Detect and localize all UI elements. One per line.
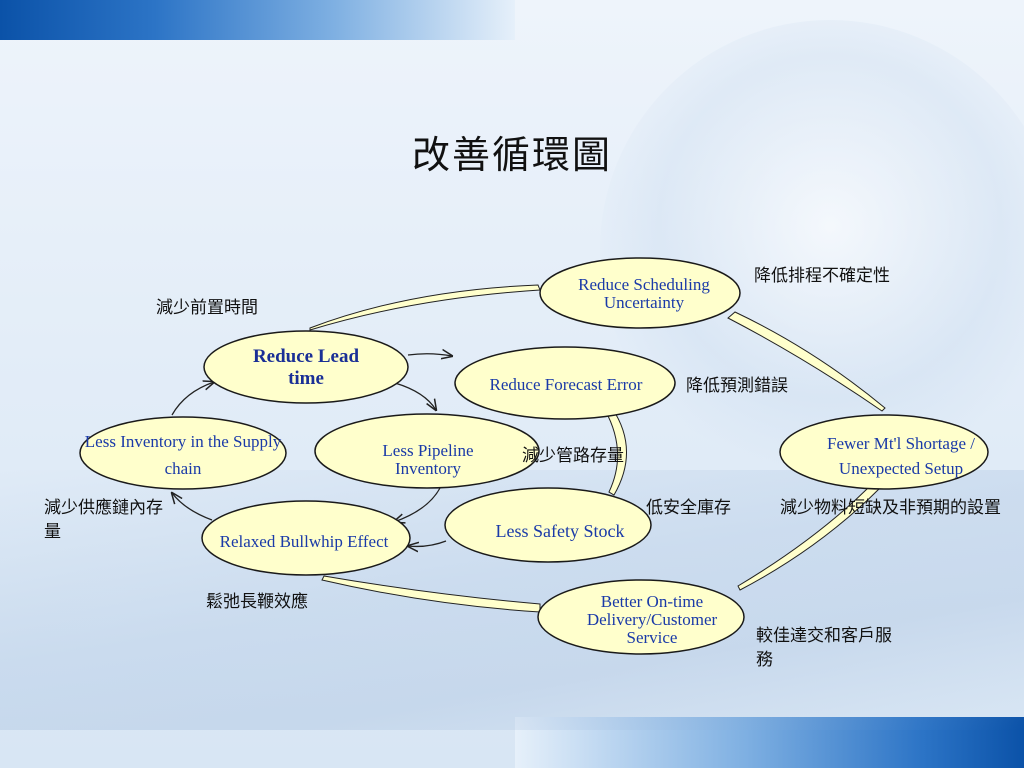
node-label-less-safety: Less Safety Stock [495, 521, 625, 541]
top-decor-bar [0, 0, 515, 40]
node-label-reduce-lead-time: Reduce Lead time [252, 346, 360, 389]
label-shortage: 減少物料短缺及非預期的設置 [780, 498, 1001, 518]
node-better-delivery [537, 579, 745, 655]
arrow-safety-to-bullwhip [408, 540, 447, 546]
node-fewer-shortage [779, 414, 989, 490]
node-label-less-inventory: Less Inventory in the Supply chain [84, 432, 282, 478]
node-less-inventory [79, 416, 287, 490]
label-safety-stock: 低安全庫存 [646, 498, 731, 518]
label-supply-chain: 減少供應鏈內存量 [44, 498, 163, 542]
node-label-better-delivery: Better On-time Delivery/Customer Service [586, 592, 718, 647]
arrow-lead-to-scheduling [309, 284, 541, 331]
globe-background [600, 20, 1024, 480]
label-delivery: 較佳達交和客戶服務 [756, 626, 892, 670]
node-label-fewer-shortage: Fewer Mt'l Shortage / Unexpected Setup [826, 434, 975, 478]
node-label-less-pipeline: Less Pipeline Inventory [382, 441, 474, 478]
arrow-delivery-to-bullwhip [321, 575, 541, 613]
arrow-bullwhip-to-inventory [172, 493, 213, 521]
arrow-lead-to-forecast [407, 354, 452, 356]
arrow-inventory-to-lead [171, 382, 214, 416]
node-reduce-forecast [454, 346, 676, 420]
node-label-reduce-forecast: Reduce Forecast Error [489, 375, 643, 394]
label-forecast: 降低預測錯誤 [686, 376, 788, 396]
arrow-pipeline-to-bullwhip [394, 487, 441, 522]
node-reduce-lead-time [203, 330, 409, 404]
label-pipeline: 減少管路存量 [522, 446, 624, 466]
arrow-forecast-to-safety [604, 407, 627, 496]
label-scheduling: 降低排程不確定性 [754, 266, 890, 286]
node-label-relaxed-bullwhip: Relaxed Bullwhip Effect [219, 531, 389, 551]
arrow-shortage-to-delivery [737, 487, 882, 591]
node-reduce-scheduling [539, 257, 741, 329]
page-title: 改善循環圖 [411, 133, 612, 177]
label-lead-time: 減少前置時間 [156, 298, 258, 318]
node-less-pipeline [314, 413, 540, 489]
node-less-safety [444, 487, 652, 563]
arrow-scheduling-to-shortage [727, 311, 886, 412]
node-relaxed-bullwhip [201, 500, 411, 576]
bottom-decor-bar [515, 717, 1024, 768]
label-bullwhip: 鬆弛長鞭效應 [206, 592, 308, 612]
node-label-reduce-scheduling: Reduce Scheduling Uncertainty [578, 275, 710, 312]
arrow-lead-to-pipeline [394, 382, 436, 410]
